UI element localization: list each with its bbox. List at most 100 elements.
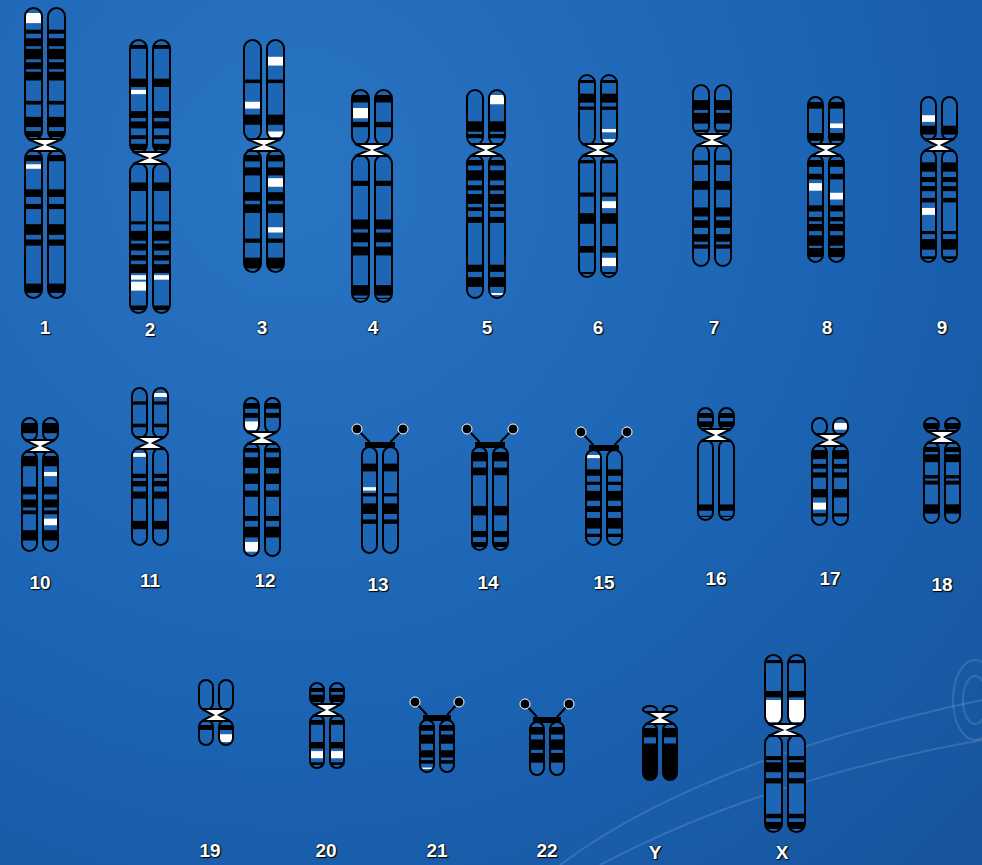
chromatid-outline [467, 155, 483, 298]
chromosome-band [586, 491, 601, 501]
chromosome-band [921, 198, 936, 203]
chromosome-band [153, 430, 168, 435]
chromosome-pair [467, 90, 505, 298]
chromosome-band [489, 134, 505, 138]
chromosome-band [579, 129, 595, 132]
chromosome-band [765, 660, 782, 663]
chromosome-band [43, 472, 58, 476]
chromatid-arm [607, 450, 622, 545]
chromosome-band [153, 90, 170, 94]
chromosome-band [467, 250, 483, 260]
chromosome-band [375, 204, 392, 215]
chromatid-outline [942, 97, 957, 140]
chromatid-arm [550, 722, 564, 775]
chromosome-band [130, 135, 147, 139]
chromosome-band [132, 501, 147, 505]
chromatid-arm [22, 451, 37, 551]
chromosome-pair [576, 427, 632, 545]
chromosome-band [153, 144, 170, 150]
chromosome-band [244, 80, 261, 84]
chromosome-band [765, 762, 782, 772]
chromosome-band [267, 70, 284, 73]
chromosome-band [420, 760, 434, 764]
chromosome-band [48, 189, 65, 197]
chromosome-band [467, 110, 483, 115]
chromatid-arm [924, 442, 939, 523]
chromosome-band [489, 110, 505, 115]
chromosome-band [362, 477, 377, 483]
chromosome-band [130, 194, 147, 205]
chromatid-outline [132, 388, 147, 438]
chromosome-band [244, 413, 259, 418]
chromosome-band [22, 487, 37, 495]
chromatid-arm [812, 445, 827, 525]
chromosome-band [362, 493, 377, 496]
chromosome-band [693, 160, 709, 164]
chromosome-band [219, 734, 233, 742]
chromosome-band [199, 725, 213, 730]
centromere [927, 431, 957, 443]
chromosome-band [310, 720, 324, 725]
chromosome-band [788, 814, 805, 818]
chromosome-band [153, 424, 168, 428]
chromatid-arm [942, 150, 957, 262]
chromatid-outline [808, 155, 823, 262]
chromatid-outline [244, 150, 261, 272]
chromatid-outline [788, 735, 805, 832]
chromosome-band [153, 99, 170, 108]
chromosome-band [25, 13, 42, 23]
satellite [564, 699, 574, 709]
chromosome-band [352, 95, 369, 102]
chromosome-band [265, 403, 280, 409]
chromosome-band [601, 201, 617, 208]
chromosome-band [467, 226, 483, 230]
chromosome-band [586, 518, 601, 529]
band-pattern [352, 95, 392, 299]
chromatid-outline [265, 398, 280, 433]
chromatid-arm [715, 85, 731, 135]
chromatid-arm [352, 155, 369, 302]
chromatid-outline [132, 448, 147, 545]
chromosome-band [472, 531, 487, 537]
chromatid-outline [352, 90, 369, 145]
chromatid-outline [362, 447, 377, 553]
chromosome-pair [130, 40, 170, 313]
chromosome-number: 20 [315, 841, 336, 861]
chromosome-band [607, 518, 622, 529]
chromosome-band [267, 155, 284, 161]
chromosome-band [267, 80, 284, 84]
chromatid-outline [130, 163, 147, 313]
chromatid-arm [579, 75, 595, 145]
chromosome-band [765, 788, 782, 797]
chromosome-band [375, 233, 392, 243]
centromere [313, 704, 341, 716]
centromere [924, 139, 954, 151]
chromosome-band [601, 129, 617, 132]
chromosome-band [48, 101, 65, 105]
chromatid-arm [945, 442, 960, 523]
chromosome-band [130, 52, 147, 59]
chromosome-pair [765, 655, 805, 832]
chromosome-band [244, 167, 261, 175]
chromosome-band [25, 38, 42, 46]
chromosome-band [579, 86, 595, 91]
chromosome-band [153, 474, 168, 478]
chromosome-band [812, 489, 827, 497]
chromosome-band [765, 670, 782, 675]
chromosome-pair [693, 85, 731, 266]
chromosome-band [265, 491, 280, 497]
band-pattern [698, 413, 734, 517]
chromosome-band [924, 491, 939, 501]
chromosome-band [788, 822, 805, 829]
chromosome-pair [25, 8, 65, 298]
chromosome-band [330, 695, 344, 702]
chromosome-band [607, 534, 622, 537]
band-pattern [420, 725, 454, 769]
chromosome-band [132, 411, 147, 421]
chromosome-band [362, 452, 377, 460]
chromosome-band [812, 464, 827, 469]
chromosome-number: 1 [40, 318, 51, 338]
chromosome-band [579, 160, 595, 163]
chromosome-band [607, 462, 622, 466]
chromosome-band [48, 84, 65, 87]
